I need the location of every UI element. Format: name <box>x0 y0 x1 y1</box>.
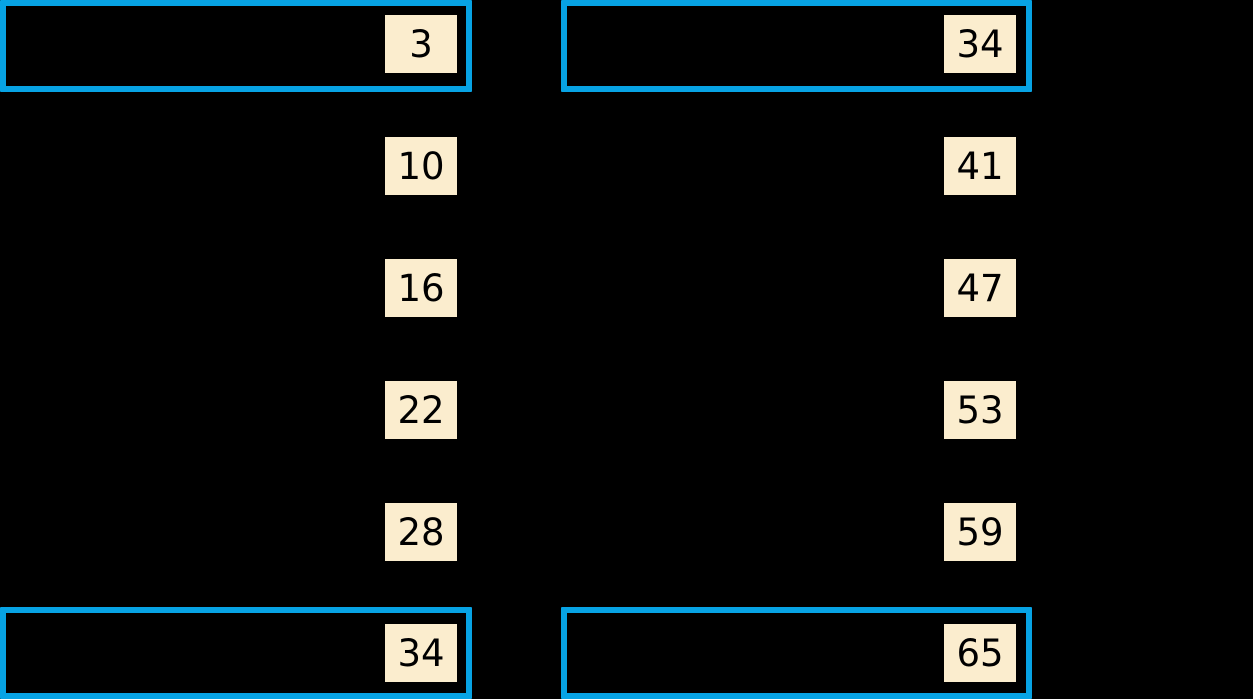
value-cell-left-2[interactable]: 10 <box>385 137 457 195</box>
value-cell-left-4[interactable]: 22 <box>385 381 457 439</box>
value-cell-right-6[interactable]: 65 <box>944 624 1016 682</box>
highlight-box-left-first-row <box>0 0 472 92</box>
value-cell-right-2[interactable]: 41 <box>944 137 1016 195</box>
highlight-box-right-first-row <box>561 0 1032 92</box>
value-cell-right-5[interactable]: 59 <box>944 503 1016 561</box>
value-cell-right-3[interactable]: 47 <box>944 259 1016 317</box>
value-cell-left-3[interactable]: 16 <box>385 259 457 317</box>
value-cell-left-1[interactable]: 3 <box>385 15 457 73</box>
highlight-box-right-last-row <box>561 607 1032 699</box>
highlight-box-left-last-row <box>0 607 472 699</box>
value-cell-left-5[interactable]: 28 <box>385 503 457 561</box>
value-cell-right-4[interactable]: 53 <box>944 381 1016 439</box>
value-cell-left-6[interactable]: 34 <box>385 624 457 682</box>
value-cell-right-1[interactable]: 34 <box>944 15 1016 73</box>
